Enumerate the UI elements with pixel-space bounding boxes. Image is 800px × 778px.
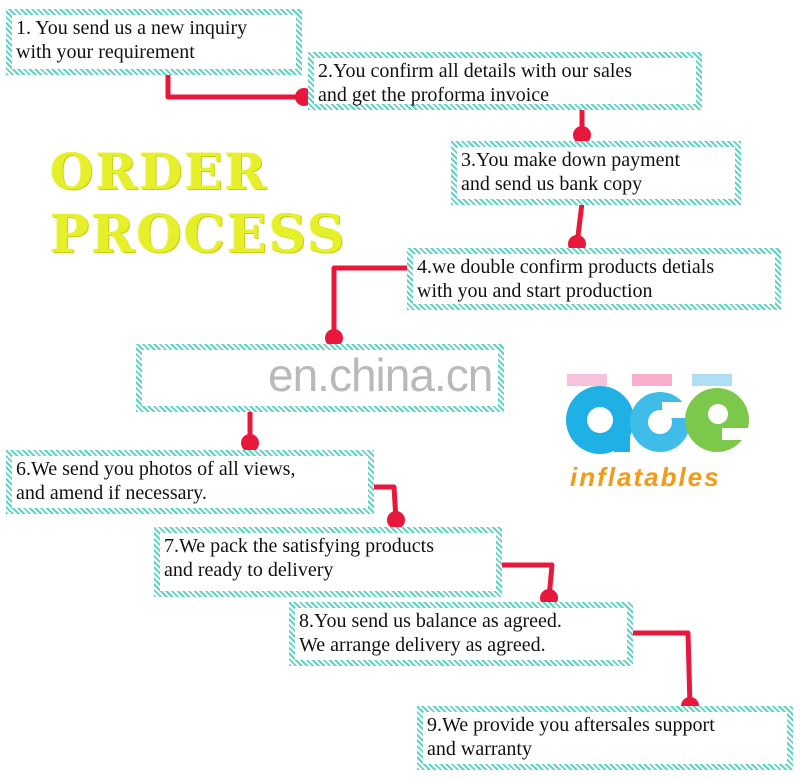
step-9-box: 9.We provide you aftersales support and … bbox=[417, 706, 793, 770]
step-6-text: 6.We send you photos of all views, and a… bbox=[16, 458, 296, 504]
connector-8-9 bbox=[633, 630, 693, 707]
logo-tagline: inflatables bbox=[570, 462, 721, 492]
step-3-box: 3.You make down payment and send us bank… bbox=[451, 141, 741, 205]
connector-7-8 bbox=[502, 562, 555, 599]
step-6-box: 6.We send you photos of all views, and a… bbox=[6, 450, 374, 514]
step-4-box: 4.we double confirm products detials wit… bbox=[407, 248, 781, 310]
step-2-text: 2.You confirm all details with our sales… bbox=[318, 60, 633, 106]
connector-4-5 bbox=[331, 265, 412, 338]
step-7-box: 7.We pack the satisfying products and re… bbox=[154, 527, 502, 597]
connector-6-7 bbox=[370, 484, 399, 521]
connector-dot bbox=[387, 511, 405, 529]
watermark: en.china.cn bbox=[268, 349, 493, 401]
step-8-box: 8.You send us balance as agreed. We arra… bbox=[289, 602, 633, 666]
process-title: PROCESS bbox=[50, 204, 347, 265]
step-9-text: 9.We provide you aftersales support and … bbox=[427, 714, 715, 760]
connector-dot bbox=[241, 434, 259, 452]
age-logo-icon bbox=[566, 374, 752, 454]
step-7-text: 7.We pack the satisfying products and re… bbox=[164, 535, 434, 581]
connector-dot bbox=[325, 329, 343, 347]
connector-dot bbox=[573, 126, 591, 144]
step-1-box: 1. You send us a new inquiry with your r… bbox=[6, 9, 302, 75]
step-4-text: 4.we double confirm products detials wit… bbox=[417, 256, 715, 302]
connector-1-2 bbox=[165, 75, 304, 100]
step-2-box: 2.You confirm all details with our sales… bbox=[308, 52, 702, 110]
step-3-text: 3.You make down payment and send us bank… bbox=[461, 149, 681, 195]
step-5-box bbox=[136, 344, 504, 412]
step-1-text: 1. You send us a new inquiry with your r… bbox=[16, 17, 248, 63]
order-title: ORDER bbox=[50, 142, 269, 201]
step-8-text: 8.You send us balance as agreed. We arra… bbox=[299, 610, 562, 656]
